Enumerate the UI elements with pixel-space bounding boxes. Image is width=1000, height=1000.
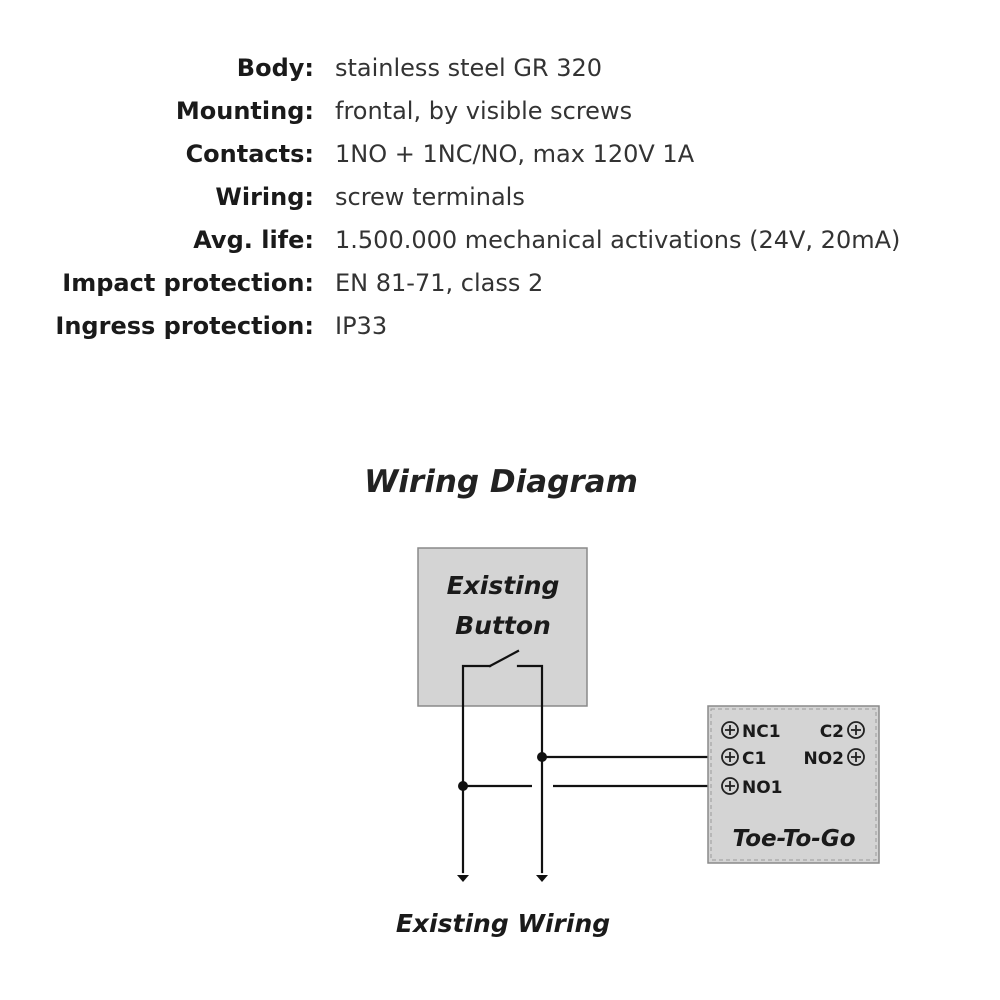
spec-value: IP33 xyxy=(335,312,388,340)
screw-icon xyxy=(847,721,865,739)
toe-to-go-device xyxy=(707,705,880,864)
junction-dot xyxy=(537,752,547,762)
terminal-label-c2: C2 xyxy=(820,722,844,742)
terminal-label-no2: NO2 xyxy=(803,749,844,769)
arrow-down-icon xyxy=(457,875,469,882)
spec-row-impact-protection: Impact protection: EN 81-71, class 2 xyxy=(0,263,1000,306)
existing-button-box xyxy=(417,547,588,707)
spec-row-body: Body: stainless steel GR 320 xyxy=(0,48,1000,91)
spec-value: stainless steel GR 320 xyxy=(335,54,603,82)
diagram-title: Wiring Diagram xyxy=(364,464,638,500)
screw-icon xyxy=(721,721,739,739)
spec-value: 1.500.000 mechanical activations (24V, 2… xyxy=(335,226,901,254)
switch-symbol xyxy=(461,649,544,874)
terminal-label-nc1: NC1 xyxy=(742,722,781,742)
spec-value: frontal, by visible screws xyxy=(335,97,633,125)
wires xyxy=(463,755,708,788)
spec-value: EN 81-71, class 2 xyxy=(335,269,544,297)
screw-icon xyxy=(721,777,739,795)
spec-label: Avg. life: xyxy=(193,226,314,254)
device-name: Toe-To-Go xyxy=(732,826,855,852)
spec-label: Body: xyxy=(236,54,314,82)
spec-label: Wiring: xyxy=(215,183,314,211)
spec-row-mounting: Mounting: frontal, by visible screws xyxy=(0,91,1000,134)
spec-value: screw terminals xyxy=(335,183,525,211)
spec-row-wiring: Wiring: screw terminals xyxy=(0,177,1000,220)
existing-wiring-label: Existing Wiring xyxy=(396,909,610,938)
spec-label: Contacts: xyxy=(185,140,314,168)
terminal-label-no1: NO1 xyxy=(742,778,783,798)
junction-dot xyxy=(458,781,468,791)
screw-icon xyxy=(847,748,865,766)
spec-label: Impact protection: xyxy=(62,269,314,297)
arrow-down-icon xyxy=(536,875,548,882)
existing-button-label-line2: Button xyxy=(455,611,551,640)
terminal-label-c1: C1 xyxy=(742,749,766,769)
spec-label: Ingress protection: xyxy=(55,312,314,340)
spec-row-contacts: Contacts: 1NO + 1NC/NO, max 120V 1A xyxy=(0,134,1000,177)
existing-button-label-line1: Existing xyxy=(447,571,560,600)
spec-list: Body: stainless steel GR 320 Mounting: f… xyxy=(0,48,1000,349)
screw-icon xyxy=(721,748,739,766)
spec-row-avg-life: Avg. life: 1.500.000 mechanical activati… xyxy=(0,220,1000,263)
spec-label: Mounting: xyxy=(175,97,314,125)
spec-row-ingress-protection: Ingress protection: IP33 xyxy=(0,306,1000,349)
spec-value: 1NO + 1NC/NO, max 120V 1A xyxy=(335,140,695,168)
